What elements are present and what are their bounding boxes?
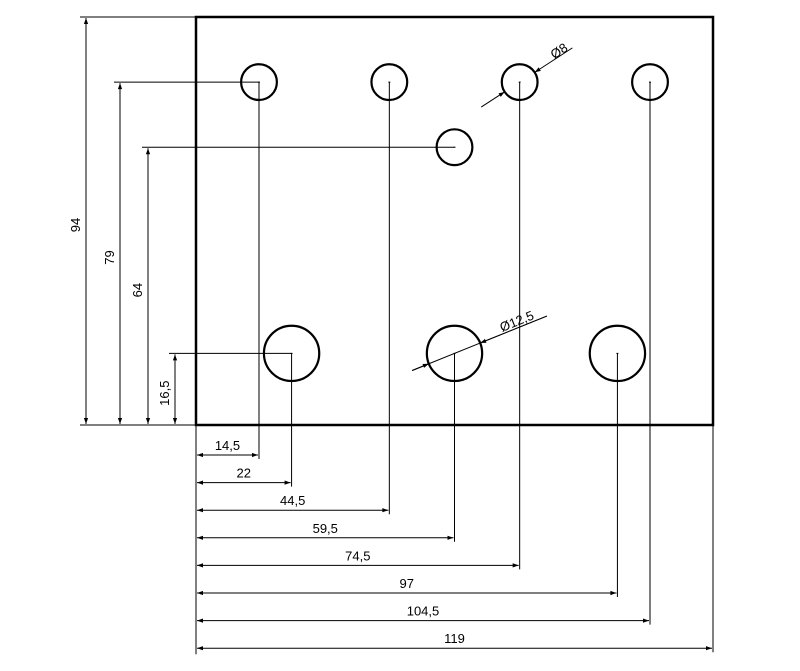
holes-layer (240, 63, 669, 383)
dimension-label: 14,5 (215, 438, 240, 453)
dimension-label: 22 (237, 466, 251, 481)
dimension-label: 59,5 (313, 521, 338, 536)
dimension-label: 94 (68, 218, 83, 232)
dimension-label: 104,5 (407, 604, 440, 619)
dimension-label: 97 (399, 576, 413, 591)
diameter-leader (480, 91, 505, 108)
dimension-label: 64 (130, 283, 145, 297)
dimensions-layer: 14,5 22 44,5 59,5 74,5 97 104,5 119 94 79 64 16,5 Ø8… (68, 16, 714, 655)
dimension-label: 79 (102, 250, 117, 264)
diameter-label: Ø8 (548, 40, 571, 62)
diameter-arrow (479, 315, 548, 344)
diameter-leader (534, 47, 573, 73)
diameter-arrow (411, 363, 430, 371)
dimension-label: 119 (444, 631, 465, 646)
dimension-label: 44,5 (280, 493, 305, 508)
diameter-label: Ø12,5 (497, 308, 535, 335)
dimension-label: 74,5 (345, 548, 370, 563)
dimension-label: 16,5 (157, 381, 172, 406)
